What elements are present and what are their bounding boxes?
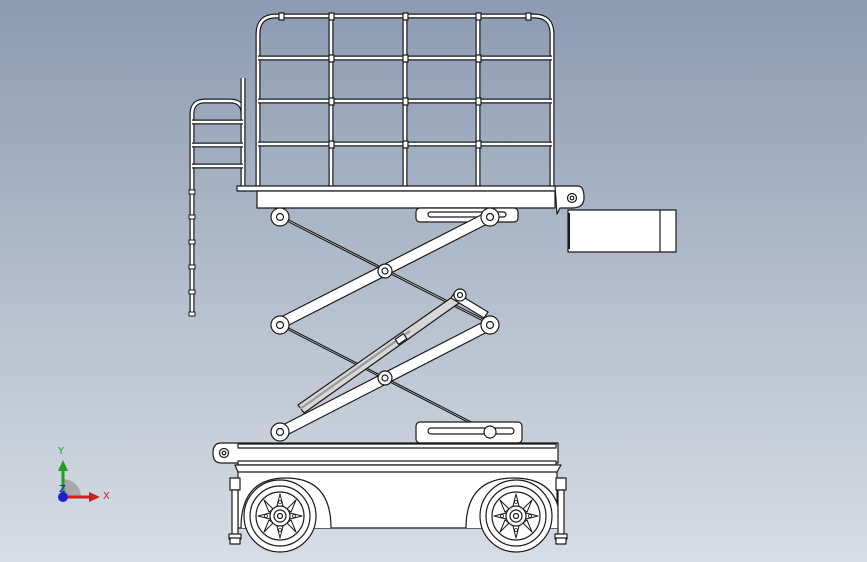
hydraulic-cylinder — [297, 288, 489, 414]
x-axis-label: X — [103, 491, 110, 502]
pivot-pins — [270, 207, 500, 442]
y-axis-label: Y — [57, 446, 65, 457]
y-axis-arrowhead — [58, 460, 68, 471]
z-axis-label: Z — [59, 484, 66, 495]
coordinate-triad[interactable]: Y Z X — [57, 446, 110, 502]
front-wheel — [243, 479, 317, 553]
control-box — [567, 209, 677, 253]
triad-plane-icon — [63, 479, 81, 497]
entry-ladder — [188, 78, 246, 317]
z-axis-dot — [58, 492, 68, 502]
rear-wheel — [479, 479, 553, 553]
guard-rail — [255, 12, 555, 186]
x-axis-arrowhead — [89, 492, 100, 502]
